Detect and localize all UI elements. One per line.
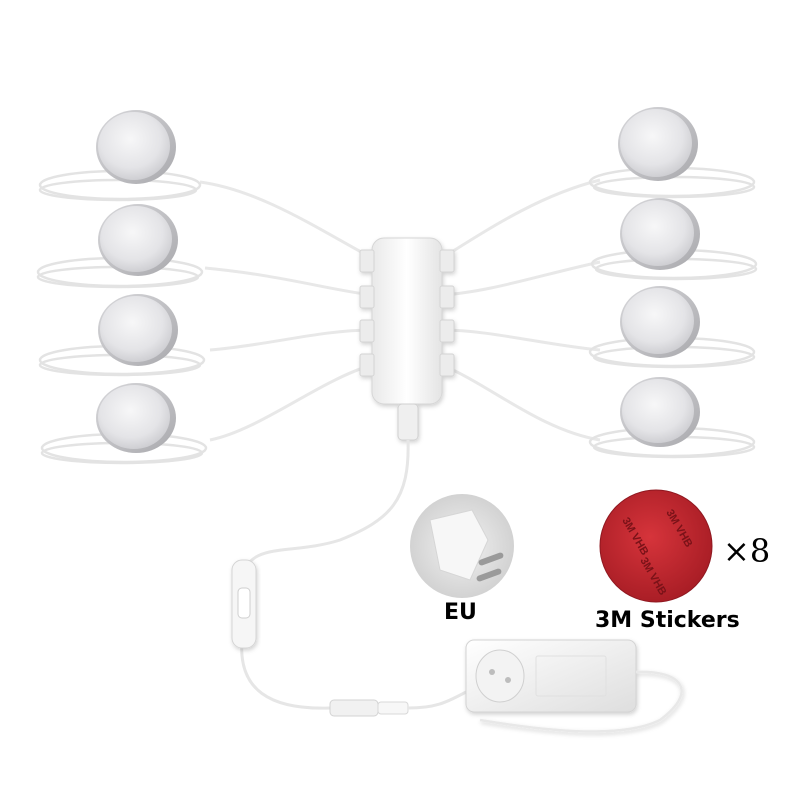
led-puck-light [96,383,176,453]
3m-sticker: 3M VHB 3M VHB 3M VHB [599,489,713,603]
power-adapter [465,639,683,733]
stickers-label: 3M Stickers [595,608,740,633]
adapter-cable [407,688,471,710]
led-puck-light [98,204,178,276]
inline-switch [231,559,257,649]
led-puck-lights-left [96,110,178,453]
led-puck-light [96,110,176,184]
led-puck-light [620,286,700,358]
led-puck-light [620,377,700,447]
dc-connector [329,699,409,717]
led-puck-light [98,294,178,366]
distribution-box [359,237,455,441]
led-puck-light [618,107,698,181]
plug-type-label: EU [444,600,477,625]
eu-plug-circle [410,494,514,598]
main-cable [240,439,410,710]
sticker-quantity-label: ×8 [723,532,771,570]
led-puck-light [620,198,700,270]
led-puck-lights-right [618,107,700,447]
branch-cables [199,178,601,442]
